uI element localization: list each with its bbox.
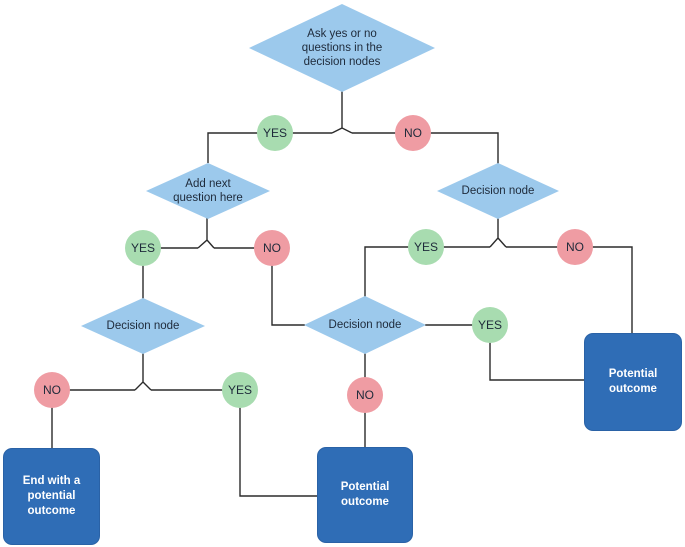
outcome-left: End with a potential outcome — [4, 449, 99, 544]
decision-right: Decision node — [437, 163, 559, 219]
connector-lq-right — [214, 247, 305, 326]
outcome-center-label: Potential outcome — [340, 481, 390, 508]
decision-center: Decision node — [304, 296, 426, 354]
outcome-right-label: Potential outcome — [608, 368, 658, 395]
no-badge-center-decision: NO — [347, 377, 383, 413]
yes-badge-left-question: YES — [125, 230, 161, 266]
diamond-shape — [437, 163, 559, 219]
no-badge-left-question: NO — [254, 230, 290, 266]
connector-root — [331, 90, 353, 134]
connector-ld-right — [151, 389, 318, 497]
connector-ld — [134, 352, 152, 391]
decision-root: Ask yes or no questions in the decision … — [249, 4, 435, 92]
decision-left-question: Add next question here — [146, 163, 270, 219]
connector-rd-left — [364, 246, 490, 298]
connector-rd-right — [506, 246, 633, 334]
no-badge-right-decision: NO — [557, 229, 593, 265]
decision-root-label: Ask yes or no questions in the decision … — [301, 28, 383, 68]
connector-lq — [197, 216, 215, 249]
diamond-shape — [304, 296, 426, 354]
outcome-left-label: End with a potential outcome — [22, 475, 81, 517]
connector-cd-yes — [425, 324, 584, 381]
diamond-shape — [146, 163, 270, 219]
decision-left-label: Decision node — [106, 320, 180, 332]
no-badge-left-decision: NO — [34, 372, 70, 408]
outcome-right: Potential outcome — [585, 334, 681, 430]
diamond-shape — [81, 298, 205, 354]
yes-badge-root: YES — [257, 115, 293, 151]
diamond-shape — [249, 4, 435, 92]
decision-left-question-label: Add next question here — [173, 178, 243, 204]
outcome-center: Potential outcome — [318, 448, 412, 542]
yes-badge-left-decision: YES — [222, 372, 258, 408]
decision-left: Decision node — [81, 298, 205, 354]
yes-badge-center-decision: YES — [472, 307, 508, 343]
yes-badge-right-decision: YES — [408, 229, 444, 265]
decision-center-label: Decision node — [328, 319, 402, 331]
no-badge-root: NO — [395, 115, 431, 151]
connector-rd — [489, 218, 507, 248]
decision-right-label: Decision node — [461, 185, 535, 197]
